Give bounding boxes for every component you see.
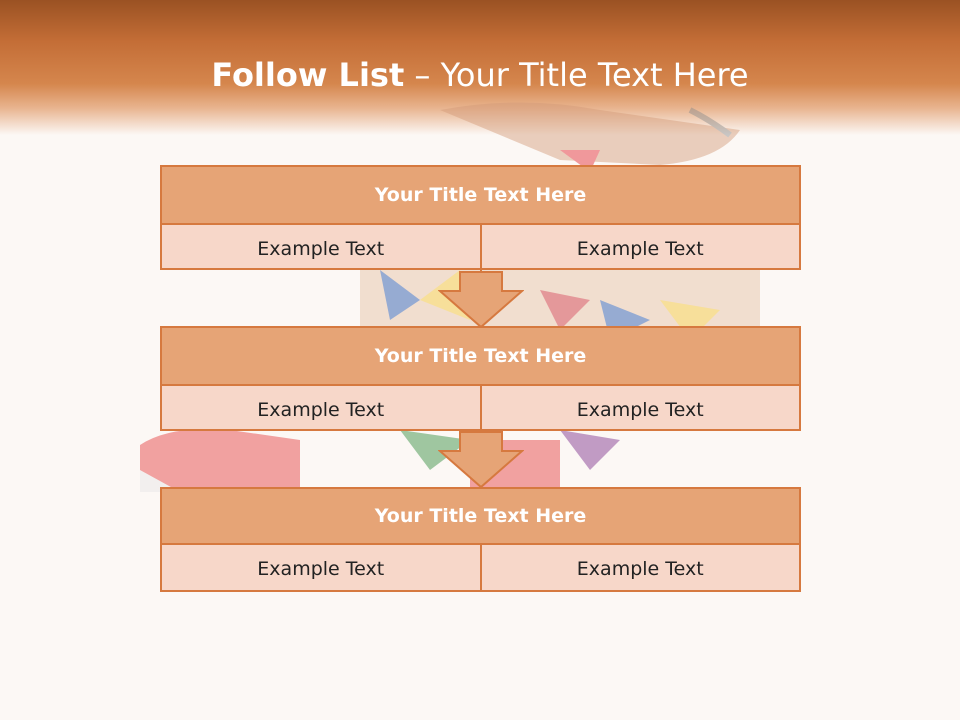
- step-cells: Example Text Example Text: [162, 225, 799, 272]
- step-cell-left: Example Text: [257, 398, 385, 421]
- step-cell-right: Example Text: [479, 225, 800, 272]
- step-title: Your Title Text Here: [162, 328, 799, 386]
- step-cell-left: Example Text: [257, 237, 385, 260]
- step-cells: Example Text Example Text: [162, 545, 799, 592]
- step-box-1: Your Title Text Here Example Text Exampl…: [160, 165, 801, 272]
- title-rest: – Your Title Text Here: [404, 56, 749, 94]
- step-cell-right: Example Text: [479, 386, 800, 433]
- step-cell-right: Example Text: [479, 545, 800, 592]
- step-cell-left: Example Text: [257, 557, 385, 580]
- step-cells: Example Text Example Text: [162, 386, 799, 433]
- step-box-2: Your Title Text Here Example Text Exampl…: [160, 326, 801, 433]
- down-arrow-2: [438, 431, 524, 489]
- title-bold: Follow List: [211, 56, 405, 94]
- header-band: [0, 0, 960, 135]
- step-box-3: Your Title Text Here Example Text Exampl…: [160, 487, 801, 592]
- slide-title: Follow List – Your Title Text Here: [0, 54, 960, 96]
- step-title: Your Title Text Here: [162, 489, 799, 545]
- down-arrow-1: [438, 271, 524, 329]
- step-title: Your Title Text Here: [162, 167, 799, 225]
